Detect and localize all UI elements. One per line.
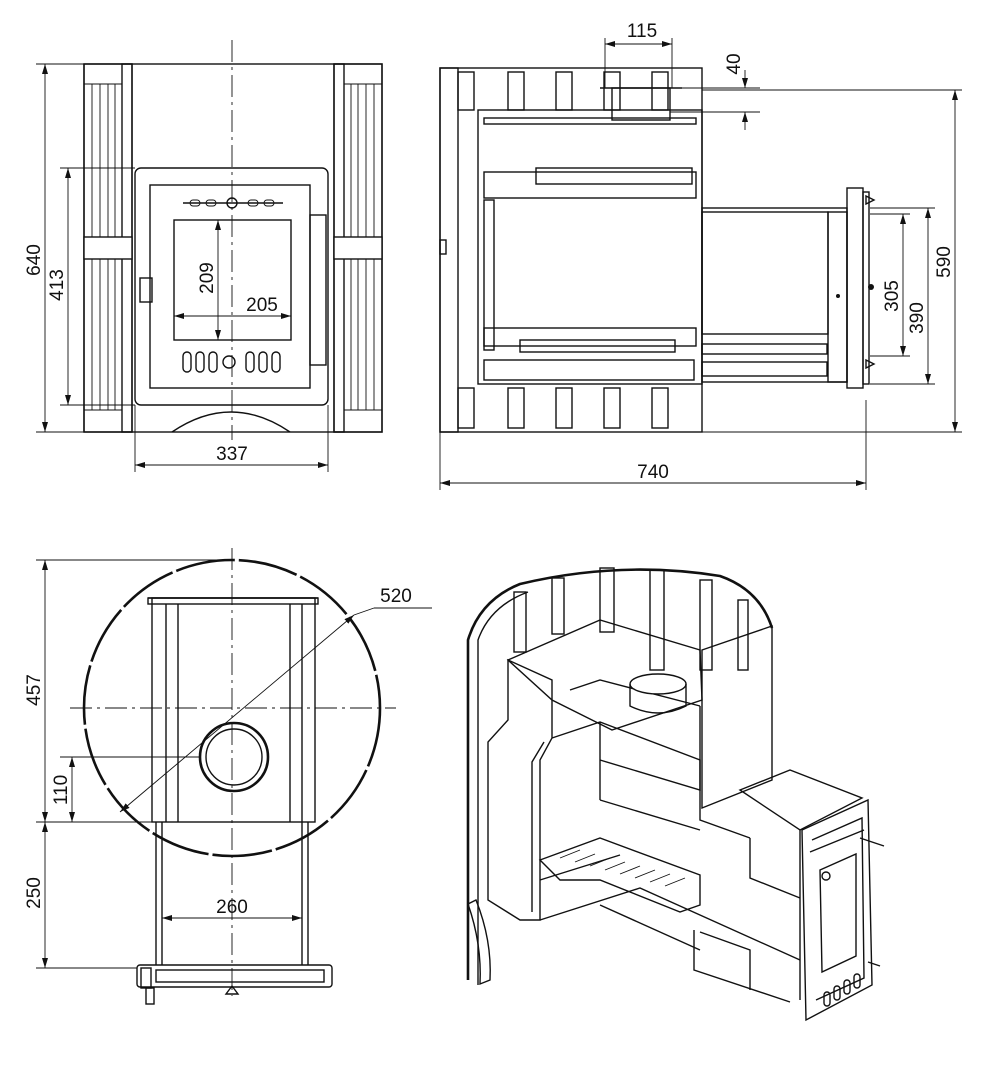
side-flue-label: 115: [627, 21, 657, 42]
top-view: [70, 548, 396, 1005]
front-height-label: 640: [24, 244, 45, 276]
top-flue-offset-label: 110: [51, 775, 72, 805]
side-door-inner-label: 305: [882, 280, 903, 312]
front-dimensions: 640 413 209 205 337: [24, 63, 329, 472]
side-door-outer-label: 390: [907, 302, 928, 334]
side-height-label: 590: [934, 246, 955, 278]
side-depth-label: 740: [637, 462, 669, 483]
front-door-height-label: 413: [47, 269, 68, 301]
front-width-label: 337: [216, 444, 248, 465]
top-tunnel-length-label: 250: [24, 877, 45, 909]
top-dimensions: 520 457 110 250 260: [24, 559, 432, 969]
side-view: [439, 67, 876, 433]
side-top-label: 40: [724, 53, 745, 74]
front-window-width-label: 205: [246, 295, 278, 316]
side-dimensions: 115 40 740 590 390 305: [439, 21, 962, 490]
front-window-height-label: 209: [197, 262, 218, 294]
isometric-view: [466, 567, 885, 1022]
top-diameter-label: 520: [380, 586, 412, 607]
top-depth-label: 457: [24, 674, 45, 706]
top-tunnel-width-label: 260: [216, 897, 248, 918]
front-view: [83, 40, 383, 440]
